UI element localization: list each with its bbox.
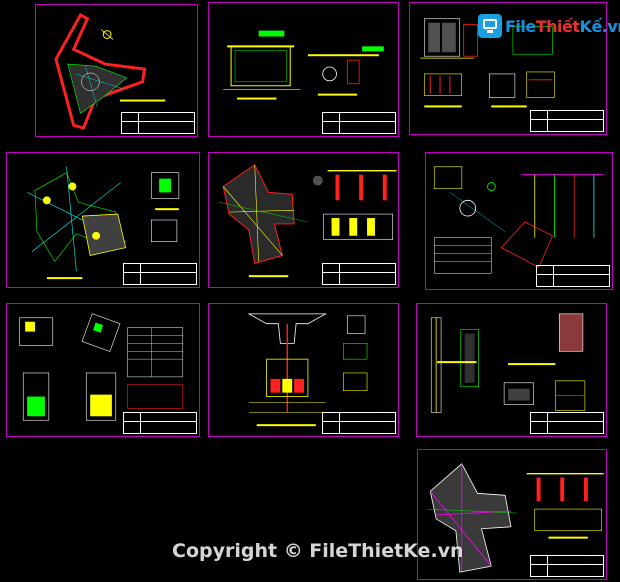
title-block	[530, 110, 604, 132]
roof-plan-sheet	[208, 152, 399, 288]
wall-details-sheet	[416, 303, 607, 437]
paving-plan-sheet	[417, 449, 607, 580]
logo-text-file: File	[505, 16, 536, 36]
title-block	[123, 412, 197, 434]
title-block	[322, 112, 396, 134]
copyright-watermark: Copyright © FileThietKe.vn	[172, 540, 464, 562]
title-block	[536, 265, 610, 287]
title-block	[121, 112, 195, 134]
logo-text-vn: .vn	[601, 16, 620, 36]
site-plan-sheet	[35, 4, 198, 137]
column-section-sheet	[208, 303, 399, 437]
title-block	[530, 555, 604, 577]
foundation-plan-sheet	[6, 152, 200, 288]
title-block	[123, 263, 197, 285]
monitor-icon	[478, 14, 502, 38]
logo-text-thiet: Thiết	[535, 16, 580, 36]
title-block	[322, 263, 396, 285]
toilet-details-sheet	[6, 303, 200, 437]
logo-text-ke: Kế	[579, 16, 603, 36]
electrical-plan-sheet	[425, 152, 613, 290]
sections-sheet	[409, 2, 607, 135]
title-block	[530, 412, 604, 434]
brand-logo: File Thiết Kế .vn	[478, 10, 620, 42]
title-block	[322, 412, 396, 434]
elevation-a-sheet	[208, 2, 399, 137]
